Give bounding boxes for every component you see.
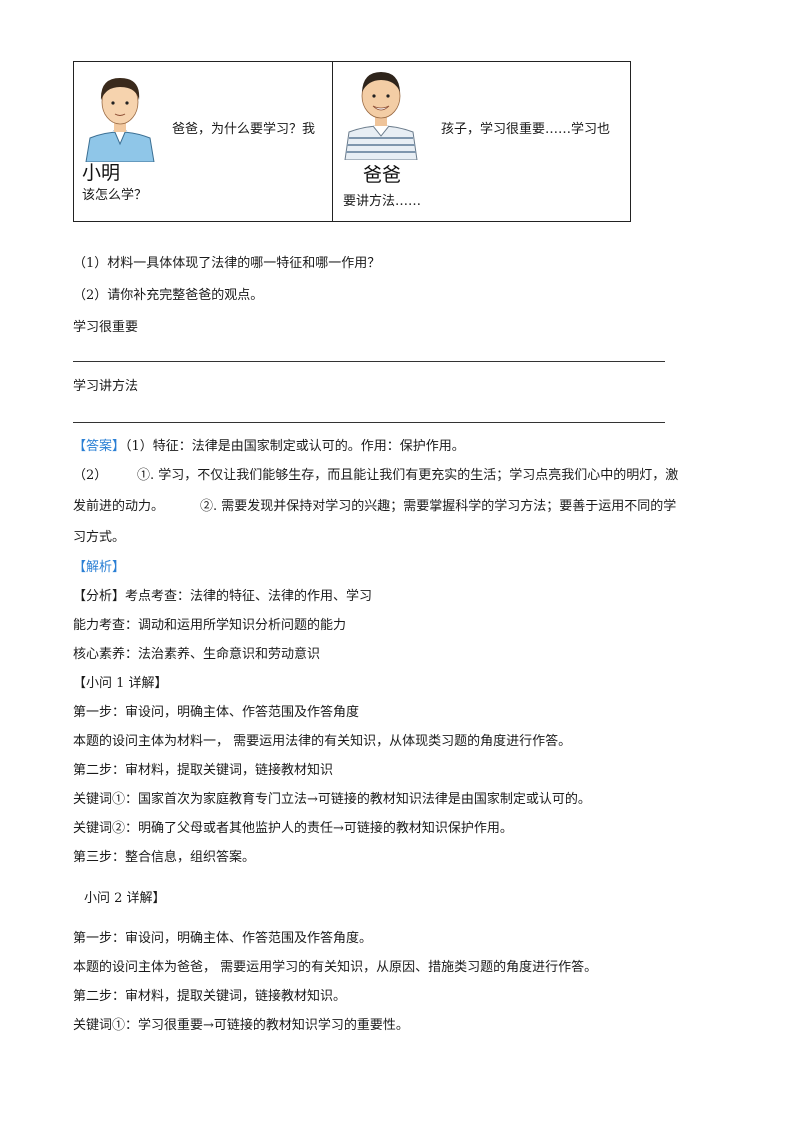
baba-speech-line1: 孩子，学习很重要……学习也 <box>441 122 611 137</box>
table-divider <box>332 62 334 221</box>
analysis-suyang: 核心素养：法治素养、生命意识和劳动意识 <box>73 647 321 662</box>
father-illustration <box>344 72 418 160</box>
xiaoming-speech-line2: 该怎么学？ <box>82 188 148 203</box>
dialogue-table: 小明 爸爸，为什么要学习？我 该怎么学？ 爸爸 孩子，学习很重要……学习也 要讲… <box>73 61 631 222</box>
analysis-fenxi: 【分析】考点考查：法律的特征、法律的作用、学习 <box>73 589 373 604</box>
xiaoming-speech-line1: 爸爸，为什么要学习？我 <box>172 122 316 137</box>
answer-blank-line-2 <box>73 422 665 423</box>
sub2-title: 小问 2 详解】 <box>84 891 166 906</box>
answer-line3: 发前进的动力。 <box>73 499 165 514</box>
answer-tag: 【答案】 <box>73 439 126 454</box>
answer-line4: 习方式。 <box>73 530 126 545</box>
analysis-nengli: 能力考查：调动和运用所学知识分析问题的能力 <box>73 618 347 633</box>
analysis-tag: 【解析】 <box>73 560 126 575</box>
answer-line2: ①. 学习，不仅让我们能够生存，而且能让我们有更充实的生活；学习点亮我们心中的明… <box>137 468 679 483</box>
blank1-label: 学习很重要 <box>73 320 139 335</box>
sub2-keyword1: 关键词①：学习很重要→可链接的教材知识学习的重要性。 <box>73 1018 409 1033</box>
sub2-step1: 第一步：审设问，明确主体、作答范围及作答角度。 <box>73 931 373 946</box>
answer-line3b: ②. 需要发现并保持对学习的兴趣；需要掌握科学的学习方法；要善于运用不同的学 <box>200 499 677 514</box>
answer-block-line1: 【答案】（1）特征：法律是由国家制定或认可的。作用：保护作用。 <box>73 437 465 457</box>
sub1-title: 【小问 1 详解】 <box>73 676 168 691</box>
answer-line2-prefix: （2） <box>73 468 108 483</box>
sub2-step1-detail: 本题的设问主体为爸爸， 需要运用学习的有关知识，从原因、措施类习题的角度进行作答… <box>73 960 598 975</box>
sub1-step1-detail: 本题的设问主体为材料一， 需要运用法律的有关知识，从体现类习题的角度进行作答。 <box>73 734 572 749</box>
dialogue-cell-xiaoming: 小明 爸爸，为什么要学习？我 该怎么学？ <box>74 62 332 221</box>
xiaoming-name: 小明 <box>82 162 121 184</box>
answer-line1: （1）特征：法律是由国家制定或认可的。作用：保护作用。 <box>125 439 465 454</box>
sub1-step2: 第二步：审材料，提取关键词，链接教材知识 <box>73 763 334 778</box>
sub1-keyword1: 关键词①：国家首次为家庭教育专门立法→可链接的教材知识法律是由国家制定或认可的。 <box>73 792 591 807</box>
dialogue-cell-baba: 爸爸 孩子，学习很重要……学习也 要讲方法…… <box>333 62 630 221</box>
boy-illustration <box>85 78 155 162</box>
sub1-step1: 第一步：审设问，明确主体、作答范围及作答角度 <box>73 705 360 720</box>
question-1: （1）材料一具体体现了法律的哪一特征和哪一作用？ <box>73 256 381 271</box>
question-2: （2）请你补充完整爸爸的观点。 <box>73 288 264 303</box>
sub2-step2: 第二步：审材料，提取关键词，链接教材知识。 <box>73 989 347 1004</box>
baba-name: 爸爸 <box>363 164 402 186</box>
baba-speech-line2: 要讲方法…… <box>343 194 422 209</box>
sub1-keyword2: 关键词②：明确了父母或者其他监护人的责任→可链接的教材知识保护作用。 <box>73 821 513 836</box>
answer-blank-line-1 <box>73 361 665 362</box>
blank2-label: 学习讲方法 <box>73 379 139 394</box>
sub1-step3: 第三步：整合信息，组织答案。 <box>73 850 256 865</box>
